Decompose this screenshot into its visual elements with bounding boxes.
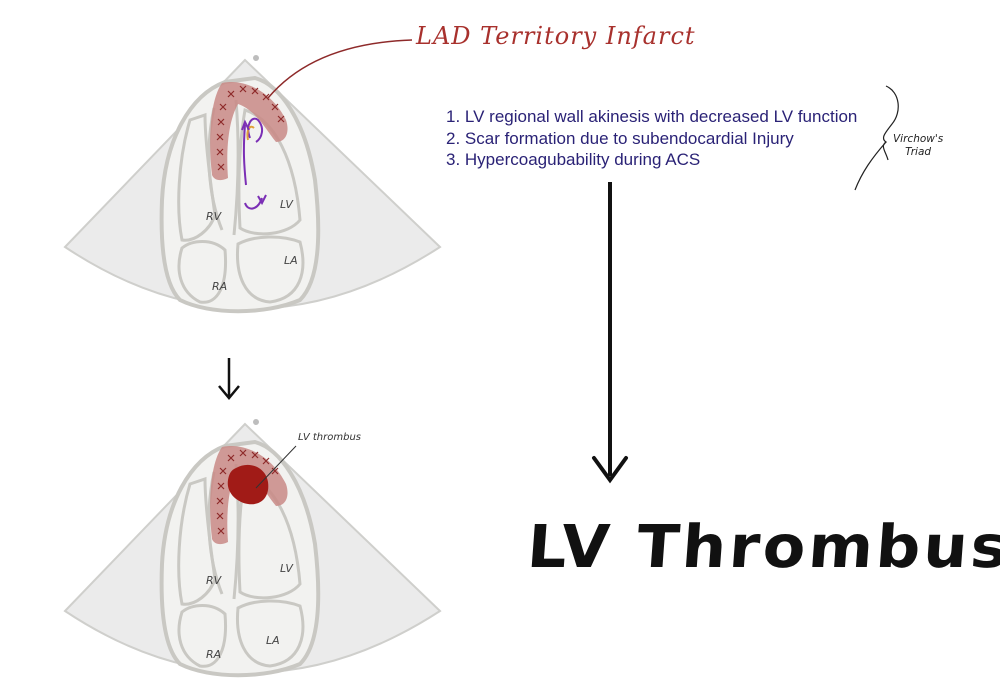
thrombus-pointer-line (255, 445, 297, 489)
flow-arrow-up (242, 124, 247, 186)
rv-cavity (177, 476, 217, 606)
label-lv: LV (280, 198, 294, 211)
mechanism-list: 1. LV regional wall akinesis with decrea… (446, 106, 857, 171)
mechanism-item: 3. Hypercoagubability during ACS (446, 150, 701, 169)
rv-cavity (177, 112, 217, 242)
label-la: LA (284, 254, 298, 267)
apex-dot (253, 55, 259, 61)
la-cavity (235, 235, 305, 304)
mechanism-item: 2. Scar formation due to subendocardial … (446, 128, 794, 148)
scar-marks (216, 85, 285, 171)
flow-arrowhead (241, 119, 267, 206)
infarct-pointer-line (267, 39, 413, 99)
label-la: LA (266, 634, 280, 647)
label-ra: RA (212, 280, 227, 293)
down-arrow-small (218, 358, 240, 400)
echo-view-after: RV LV RA LA (63, 419, 442, 678)
label-rv: RV (206, 574, 223, 587)
brace-bracket (854, 85, 899, 191)
thrombus (227, 464, 269, 505)
mechanism-item: 1. LV regional wall akinesis with decrea… (446, 107, 858, 126)
infarct-title: LAD Territory Infarct (416, 22, 696, 50)
ra-cavity (177, 604, 228, 668)
thrombus-callout-label: LV thrombus (298, 432, 361, 443)
echo-view-before: RV LV RA LA (63, 39, 442, 314)
big-down-arrow (592, 182, 628, 484)
apex-dot (253, 419, 259, 425)
label-lv: LV (280, 562, 294, 575)
infarct-region (210, 82, 288, 181)
infarct-region (210, 446, 288, 545)
result-title: LV Thrombus (524, 512, 1000, 582)
ra-cavity (177, 240, 228, 304)
label-ra: RA (206, 648, 221, 661)
label-rv: RV (206, 210, 223, 223)
virchow-triad-label: Virchow's Triad (893, 133, 944, 158)
la-cavity (235, 599, 305, 668)
scar-marks (216, 449, 279, 535)
